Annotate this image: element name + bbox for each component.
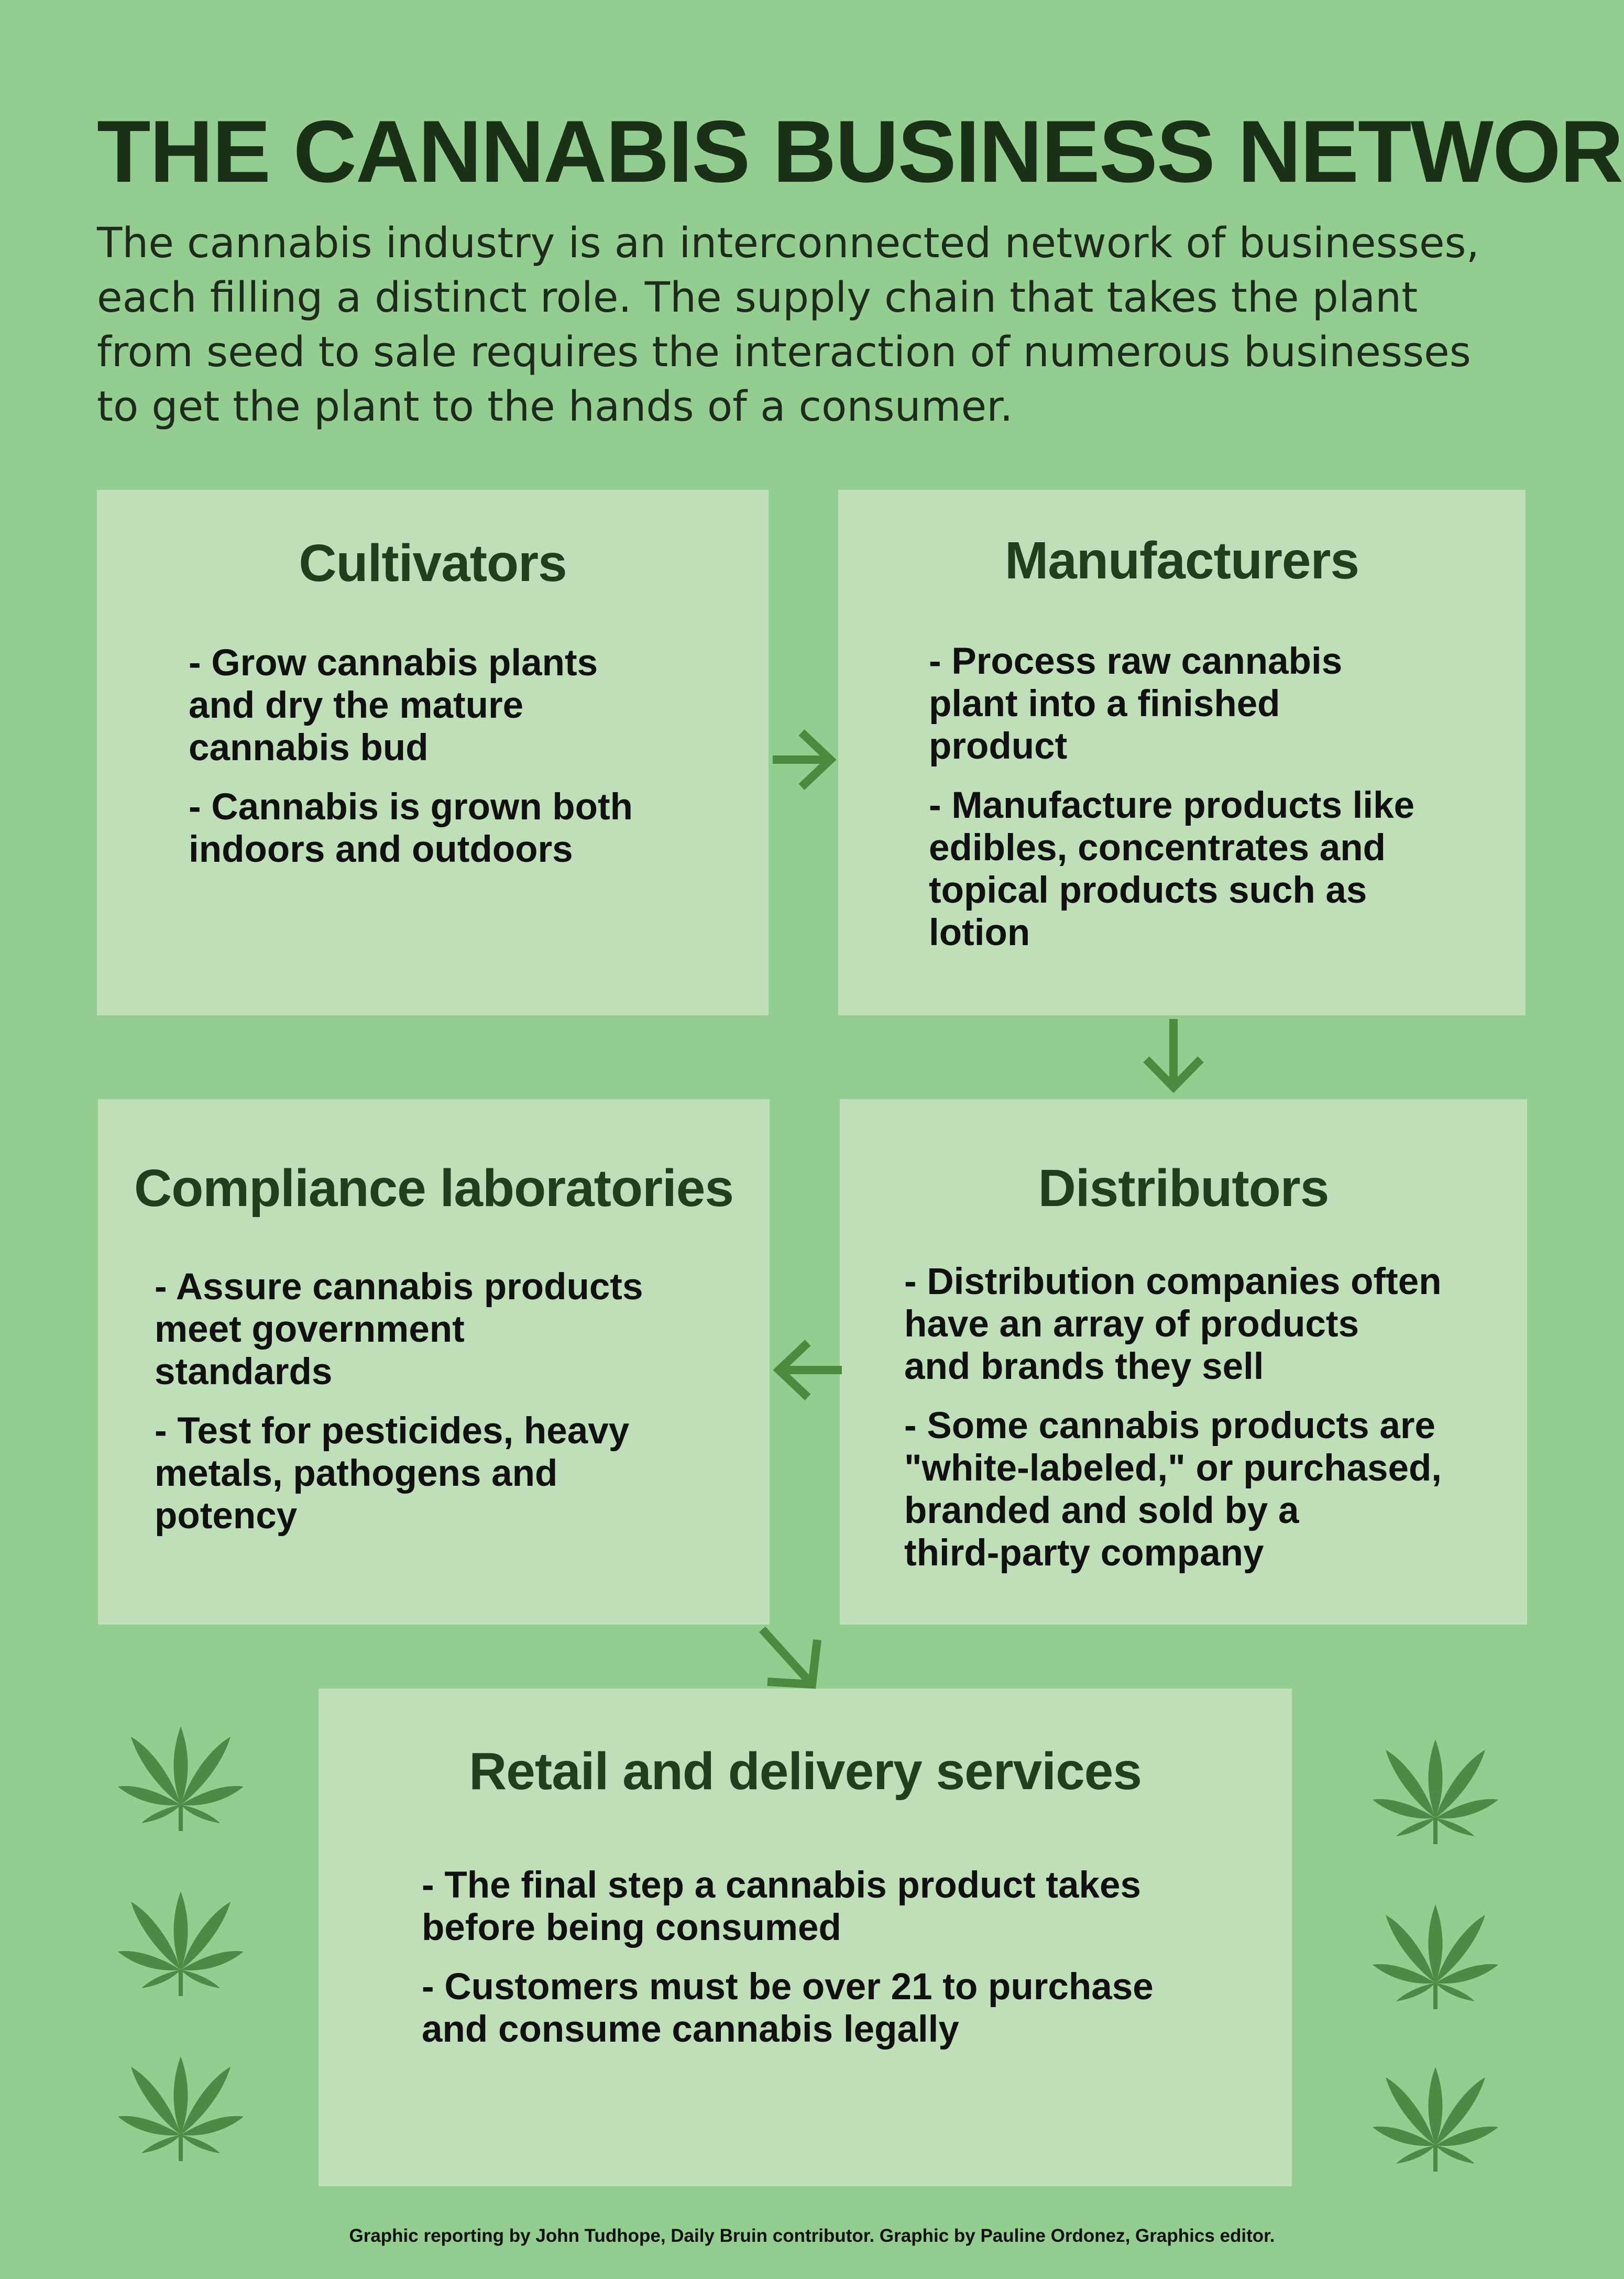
bullet-line: edibles, concentrates and [929, 827, 1386, 869]
bullet-item: - Customers must be over 21 to purchase … [422, 1966, 1154, 2051]
cannabis-leaf-icon [115, 1724, 246, 1844]
bullet-item: - Process raw cannabis plant into a fini… [929, 640, 1414, 768]
bullet-line: plant into a finished [929, 683, 1280, 725]
distributors-title: Distributors [1038, 1159, 1330, 1218]
bullet-line: standards [155, 1351, 333, 1393]
cannabis-leaf-icon [1370, 2064, 1501, 2185]
cannabis-leaf-icon [1370, 1902, 1501, 2022]
cultivators-bullets: - Grow cannabis plants and dry the matur… [189, 642, 633, 888]
arrow-left-icon [773, 1340, 842, 1400]
bullet-line: product [929, 726, 1068, 767]
bullet-item: - Test for pesticides, heavy metals, pat… [155, 1410, 643, 1537]
retail-title: Retail and delivery services [469, 1742, 1142, 1801]
bullet-item: - Distribution companies often have an a… [904, 1261, 1442, 1388]
bullet-item: - Grow cannabis plants and dry the matur… [189, 642, 633, 769]
cultivators-title: Cultivators [299, 534, 567, 593]
manufacturers-title: Manufacturers [1004, 531, 1359, 590]
cannabis-leaf-icon [1370, 1737, 1501, 1857]
intro-line: The cannabis industry is an interconnect… [97, 219, 1479, 267]
bullet-item: - Manufacture products like edibles, con… [929, 784, 1414, 954]
arrow-down-icon [1143, 1019, 1204, 1093]
bullet-item: - The final step a cannabis product take… [422, 1864, 1154, 1949]
bullet-line: - Test for pesticides, heavy [155, 1410, 630, 1452]
bullet-line: - The final step a cannabis product take… [422, 1865, 1141, 1906]
cannabis-leaf-icon [115, 2054, 246, 2174]
arrow-right-icon [773, 729, 837, 790]
distributors-bullets: - Distribution companies often have an a… [904, 1261, 1442, 1591]
intro-paragraph: The cannabis industry is an interconnect… [97, 216, 1543, 434]
manufacturers-bullets: - Process raw cannabis plant into a fini… [929, 640, 1414, 971]
distributors-box: Distributors - Distribution companies of… [840, 1099, 1527, 1625]
bullet-line: - Customers must be over 21 to purchase [422, 1966, 1154, 2008]
intro-line: from seed to sale requires the interacti… [97, 328, 1471, 376]
compliance-title: Compliance laboratories [134, 1159, 734, 1218]
bullet-line: - Process raw cannabis [929, 641, 1343, 682]
bullet-line: - Assure cannabis products [155, 1266, 643, 1308]
bullet-line: - Grow cannabis plants [189, 642, 598, 684]
credit-line: Graphic reporting by John Tudhope, Daily… [349, 2226, 1275, 2246]
bullet-line: metals, pathogens and [155, 1453, 558, 1494]
bullet-line: - Cannabis is grown both [189, 786, 633, 828]
bullet-item: - Cannabis is grown both indoors and out… [189, 786, 633, 871]
bullet-line: have an array of products [904, 1303, 1359, 1345]
bullet-line: and brands they sell [904, 1346, 1264, 1387]
intro-line: to get the plant to the hands of a consu… [97, 382, 1013, 431]
bullet-line: "white-labeled," or purchased, [904, 1448, 1442, 1489]
retail-box: Retail and delivery services - The final… [319, 1689, 1292, 2186]
bullet-line: and dry the mature [189, 685, 524, 726]
page-title: THE CANNABIS BUSINESS NETWORK [97, 102, 1624, 201]
bullet-line: before being consumed [422, 1907, 841, 1948]
arrow-down-right-icon [759, 1626, 821, 1689]
retail-bullets: - The final step a cannabis product take… [422, 1864, 1154, 2067]
bullet-line: cannabis bud [189, 727, 429, 769]
bullet-line: indoors and outdoors [189, 829, 573, 870]
compliance-bullets: - Assure cannabis products meet governme… [155, 1266, 643, 1554]
bullet-line: meet government [155, 1309, 465, 1350]
bullet-line: - Some cannabis products are [904, 1405, 1436, 1447]
bullet-line: branded and sold by a [904, 1490, 1299, 1531]
bullet-line: and consume cannabis legally [422, 2009, 959, 2050]
bullet-line: third-party company [904, 1532, 1264, 1574]
bullet-item: - Assure cannabis products meet governme… [155, 1266, 643, 1393]
bullet-item: - Some cannabis products are "white-labe… [904, 1405, 1442, 1574]
compliance-box: Compliance laboratories - Assure cannabi… [98, 1099, 770, 1625]
cultivators-box: Cultivators - Grow cannabis plants and d… [97, 490, 769, 1015]
cannabis-leaf-icon [115, 1889, 246, 2009]
bullet-line: - Manufacture products like [929, 785, 1415, 826]
intro-line: each filling a distinct role. The supply… [97, 273, 1418, 322]
manufacturers-box: Manufacturers - Process raw cannabis pla… [838, 490, 1526, 1015]
bullet-line: potency [155, 1495, 298, 1537]
bullet-line: lotion [929, 912, 1030, 954]
bullet-line: - Distribution companies often [904, 1261, 1442, 1302]
bullet-line: topical products such as [929, 870, 1367, 911]
